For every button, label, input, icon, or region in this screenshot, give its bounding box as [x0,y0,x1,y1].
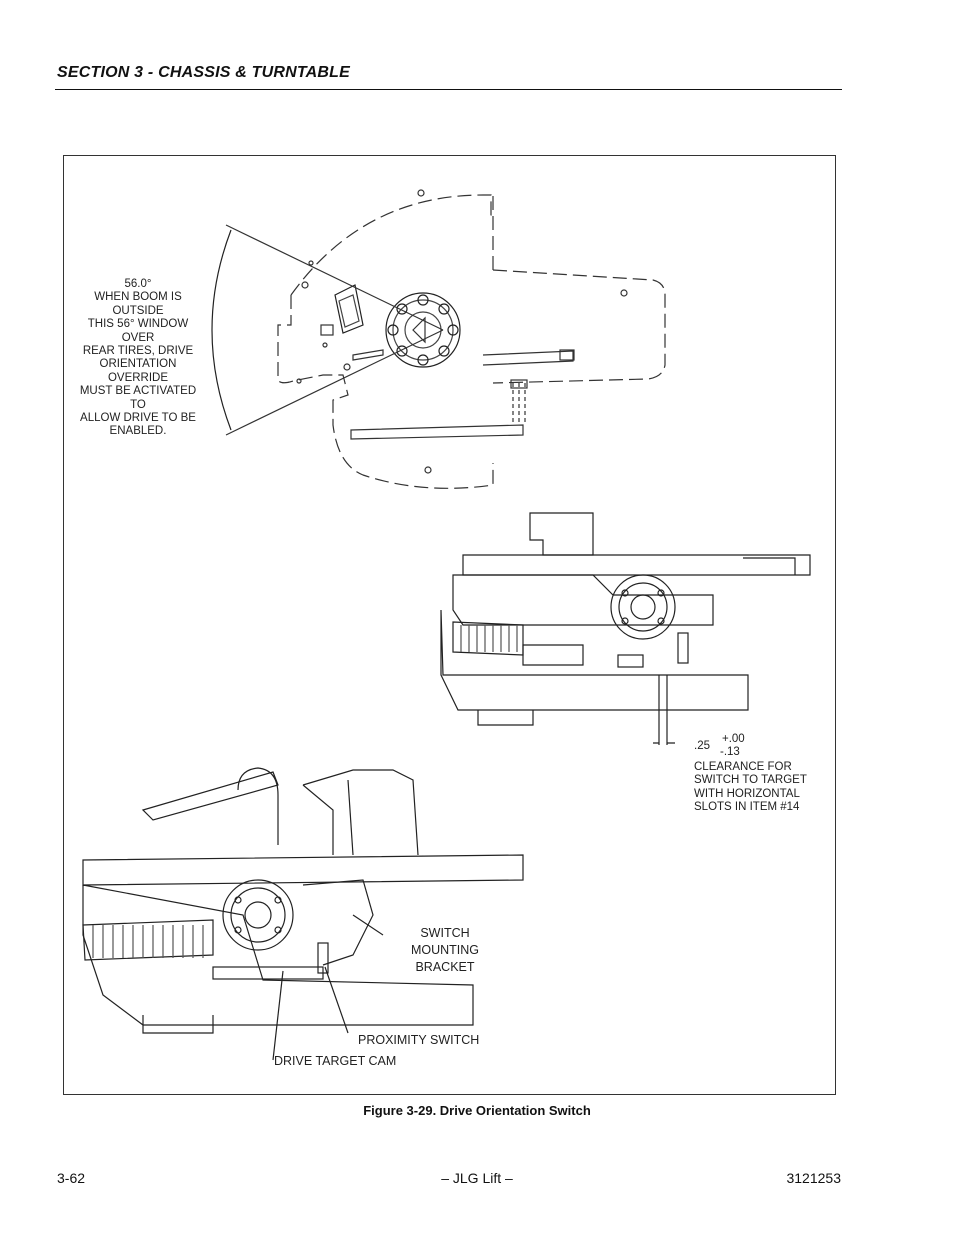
drive-target-cam-callout: DRIVE TARGET CAM [274,1054,397,1068]
clearance-note-line: WITH HORIZONTAL [694,787,800,800]
bottom-view [82,767,524,1061]
tolerance-minus: -.13 [720,746,740,758]
clearance-note-line: CLEARANCE FOR [694,761,792,773]
figure-caption: Figure 3-29. Drive Orientation Switch [363,1103,591,1118]
page-number: 3-62 [57,1170,86,1186]
figure-frame [63,155,836,1095]
switch-bracket-line: BRACKET [415,960,475,974]
clearance-note-line: SWITCH TO TARGET [694,774,807,787]
angle-note-line: REAR TIRES, DRIVE [82,345,194,358]
footer-center-text: – JLG Lift – [441,1170,513,1186]
section-title: SECTION 3 - CHASSIS & TURNTABLE [57,64,351,81]
angle-note-line: ORIENTATION OVERRIDE [99,358,177,384]
top-view [211,189,666,489]
angle-note-line: THIS 56° WINDOW OVER [87,318,189,344]
document-number: 3121253 [786,1170,841,1186]
angle-note-line: ALLOW DRIVE TO BE [80,412,196,425]
clearance-note: CLEARANCE FOR SWITCH TO TARGET WITH HORI… [694,761,807,815]
angle-note-line: MUST BE ACTIVATED TO [79,385,197,411]
clearance-note-line: SLOTS IN ITEM #14 [694,801,800,814]
angle-note-line: WHEN BOOM IS OUTSIDE [94,291,182,317]
header-rule [55,89,842,90]
figure-drawing [82,189,811,1061]
dimension-value: .25 [694,740,710,752]
angle-note-callout: 56.0° WHEN BOOM IS OUTSIDE THIS 56° WIND… [73,278,203,439]
proximity-switch-callout: PROXIMITY SWITCH [358,1033,480,1047]
switch-bracket-callout: SWITCH MOUNTING BRACKET [385,925,505,976]
angle-note-line: ENABLED. [109,425,167,438]
switch-bracket-line: SWITCH MOUNTING [410,926,480,957]
tolerance-plus: +.00 [722,733,745,745]
middle-view [440,512,811,745]
angle-note-line: 56.0° [124,278,152,290]
